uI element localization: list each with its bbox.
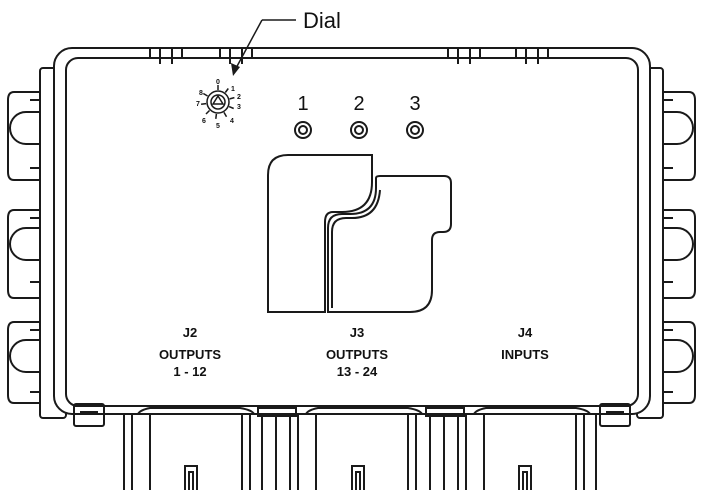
dial-tick — [223, 112, 228, 118]
dial-label-7: 7 — [196, 101, 200, 108]
led-3-inner — [410, 125, 420, 135]
dial-label-0: 0 — [216, 79, 220, 86]
dial-tick — [215, 113, 218, 119]
connector-j2-line1: OUTPUTS — [159, 347, 221, 362]
connector-j2-line2: 1 - 12 — [173, 364, 206, 379]
connector-j4-id: J4 — [518, 325, 533, 340]
bottom-rail — [73, 403, 631, 427]
led-3-outer — [406, 121, 424, 139]
dial-label-4: 4 — [230, 118, 234, 125]
led-label-1: 1 — [297, 93, 308, 115]
led-2-outer — [350, 121, 368, 139]
dial-tick — [205, 109, 211, 115]
indicator-leds: 1 2 3 — [294, 93, 424, 139]
connector-plugs — [123, 407, 597, 490]
dial-label-3: 3 — [237, 104, 241, 111]
dial-callout-label: Dial — [303, 8, 341, 33]
dial-label-2: 2 — [237, 94, 241, 101]
led-1-inner — [298, 125, 308, 135]
dial-label-8: 8 — [199, 90, 203, 97]
dial-label-5: 5 — [216, 123, 220, 130]
connector-j3-line2: 13 - 24 — [337, 364, 378, 379]
dial-tick — [228, 105, 234, 110]
dial-tick — [201, 102, 207, 105]
led-2-inner — [354, 125, 364, 135]
connector-j3-id: J3 — [350, 325, 364, 340]
connector-j3-line1: OUTPUTS — [326, 347, 388, 362]
led-label-2: 2 — [353, 93, 364, 115]
connector-j2-id: J2 — [183, 325, 197, 340]
brand-logo — [267, 154, 452, 313]
connector-j4-line1: INPUTS — [501, 347, 549, 362]
dial-label-1: 1 — [231, 86, 235, 93]
dial-label-6: 6 — [202, 118, 206, 125]
dial-tick — [224, 88, 229, 93]
dial-tick — [229, 96, 235, 100]
dial-tick — [202, 92, 208, 97]
led-1-outer — [294, 121, 312, 139]
connector-labels: J2 OUTPUTS 1 - 12 J3 OUTPUTS 13 - 24 J4 … — [159, 325, 549, 379]
led-label-3: 3 — [409, 93, 420, 115]
rotary-dial: 0 1 2 3 4 5 6 7 8 — [196, 79, 241, 130]
dial-callout: Dial — [231, 8, 341, 76]
